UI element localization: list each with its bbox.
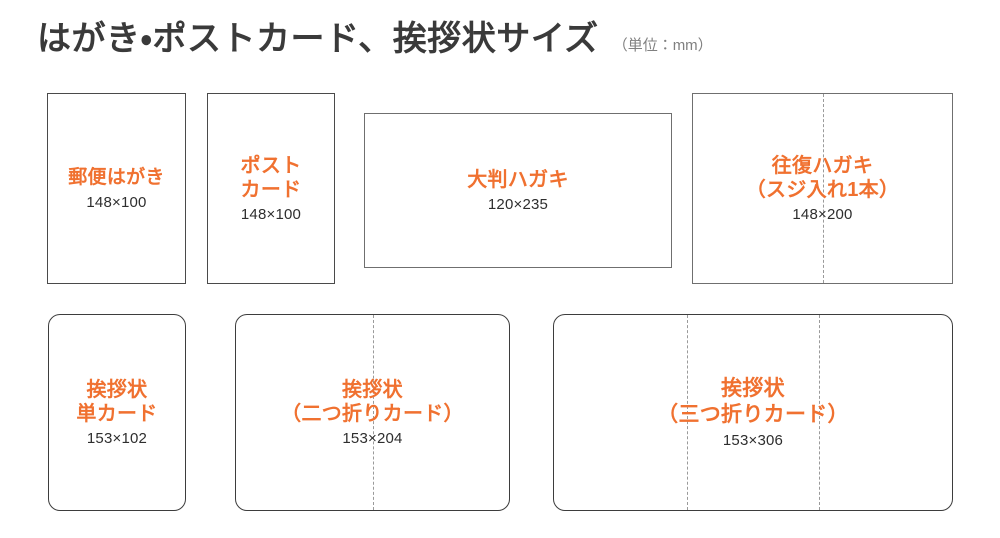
card-content: 挨拶状 単カード 153×102 (70, 378, 163, 448)
card-label: 挨拶状 （三つ折りカード） (657, 377, 849, 426)
card-content: 挨拶状 （二つ折りカード） 153×204 (275, 378, 470, 448)
unit-note: （単位：mm） (612, 37, 713, 54)
card-ofuku-hagaki: 往復ハガキ （スジ入れ1本） 148×200 (692, 93, 953, 284)
card-aisatsujo-mitsuori: 挨拶状 （三つ折りカード） 153×306 (553, 314, 953, 511)
card-post-card: ポスト カード 148×100 (207, 93, 335, 284)
card-label: ポスト カード (240, 154, 302, 201)
card-label: 郵便はがき (68, 167, 165, 189)
page-title: はがき・ポストカード、挨拶状サイズ (37, 20, 599, 58)
card-aisatsujo-futatsuori: 挨拶状 （二つ折りカード） 153×204 (235, 314, 510, 511)
card-dimensions: 148×200 (792, 206, 853, 224)
card-content: ポスト カード 148×100 (235, 154, 308, 224)
card-content: 往復ハガキ （スジ入れ1本） 148×200 (740, 154, 906, 224)
card-dimensions: 153×204 (342, 430, 403, 448)
card-dimensions: 148×100 (86, 193, 147, 211)
card-oban-hagaki: 大判ハガキ 120×235 (364, 113, 672, 268)
card-dimensions: 120×235 (487, 196, 549, 214)
card-dimensions: 153×102 (86, 430, 148, 448)
card-content: 郵便はがき 148×100 (62, 166, 171, 210)
card-yubin-hagaki: 郵便はがき 148×100 (47, 93, 186, 284)
card-content: 大判ハガキ 120×235 (461, 168, 575, 213)
card-dimensions: 153×306 (722, 431, 784, 449)
card-label: 往復ハガキ （スジ入れ1本） (745, 154, 900, 201)
card-label: 挨拶状 単カード (76, 378, 158, 425)
card-label: 挨拶状 （二つ折りカード） (281, 378, 464, 425)
card-content: 挨拶状 （三つ折りカード） 153×306 (651, 376, 855, 448)
page-header: はがき・ポストカード、挨拶状サイズ （単位：mm） (37, 22, 713, 56)
card-label: 大判ハガキ (467, 168, 569, 191)
card-dimensions: 148×100 (240, 206, 302, 224)
card-aisatsujo-tan-card: 挨拶状 単カード 153×102 (48, 314, 186, 511)
